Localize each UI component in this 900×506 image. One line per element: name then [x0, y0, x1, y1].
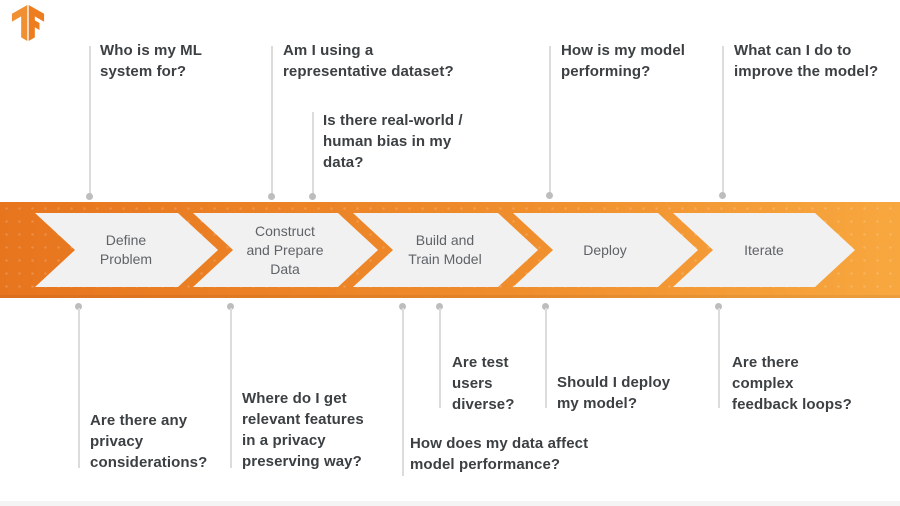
chevron-shapes	[35, 213, 855, 287]
chevron-define-problem	[35, 213, 218, 287]
connector-dot-top-3	[309, 193, 316, 200]
tensorflow-logo-left-shape	[11, 5, 28, 41]
question-top-2: Am I using a representative dataset?	[283, 42, 454, 80]
question-top-4: How is my model performing?	[561, 42, 686, 80]
tensorflow-logo-icon	[11, 5, 45, 41]
connector-line-bottom-6	[718, 308, 720, 408]
connector-dot-top-5	[719, 192, 726, 199]
connector-dot-top-2	[268, 193, 275, 200]
question-bottom-2: Where do I get relevant features in a pr…	[242, 390, 364, 470]
connector-line-bottom-3	[402, 308, 404, 476]
chevron-iterate	[673, 213, 855, 287]
stage-label-construct-prepare-data: Construct and Prepare Data	[246, 222, 324, 277]
stage-label-deploy: Deploy	[583, 241, 627, 258]
connector-line-top-2	[271, 46, 273, 196]
question-top-5: What can I do to improve the model?	[734, 42, 879, 80]
connector-line-bottom-2	[230, 308, 232, 468]
question-bottom-4: Are test users diverse?	[452, 354, 515, 413]
stage-label-build-train-model: Build and Train Model	[408, 232, 482, 267]
connector-dot-bottom-3	[399, 303, 406, 310]
chevron-build-train-model	[353, 213, 538, 287]
connector-line-top-1	[89, 46, 91, 196]
question-bottom-3: How does my data affect model performanc…	[410, 435, 589, 473]
connector-line-bottom-5	[545, 308, 547, 408]
stage-label-iterate: Iterate	[744, 241, 784, 258]
connector-line-bottom-4	[439, 308, 441, 408]
tensorflow-logo-right-shape	[28, 5, 45, 41]
connector-dot-bottom-4	[436, 303, 443, 310]
connector-line-bottom-1	[78, 308, 80, 468]
connector-line-top-5	[722, 46, 724, 195]
connector-dot-top-4	[546, 192, 553, 199]
question-bottom-1: Are there any privacy considerations?	[90, 412, 208, 471]
connector-dot-bottom-2	[227, 303, 234, 310]
connector-dot-bottom-6	[715, 303, 722, 310]
question-bottom-5: Should I deploy my model?	[557, 374, 671, 412]
stage-label-define-problem: Define Problem	[99, 232, 153, 267]
connector-dot-top-1	[86, 193, 93, 200]
chevron-construct-prepare-data	[193, 213, 378, 287]
workflow-band: Define Problem Construct and Prepare Dat…	[0, 202, 900, 298]
bottom-edge-strip	[0, 501, 900, 506]
chevron-deploy	[513, 213, 698, 287]
connector-line-top-4	[549, 46, 551, 195]
connector-dot-bottom-1	[75, 303, 82, 310]
question-top-1: Who is my ML system for?	[100, 42, 203, 80]
connector-line-top-3	[312, 112, 314, 196]
connector-dot-bottom-5	[542, 303, 549, 310]
question-top-3: Is there real-world / human bias in my d…	[323, 112, 463, 171]
question-bottom-6: Are there complex feedback loops?	[732, 354, 852, 413]
